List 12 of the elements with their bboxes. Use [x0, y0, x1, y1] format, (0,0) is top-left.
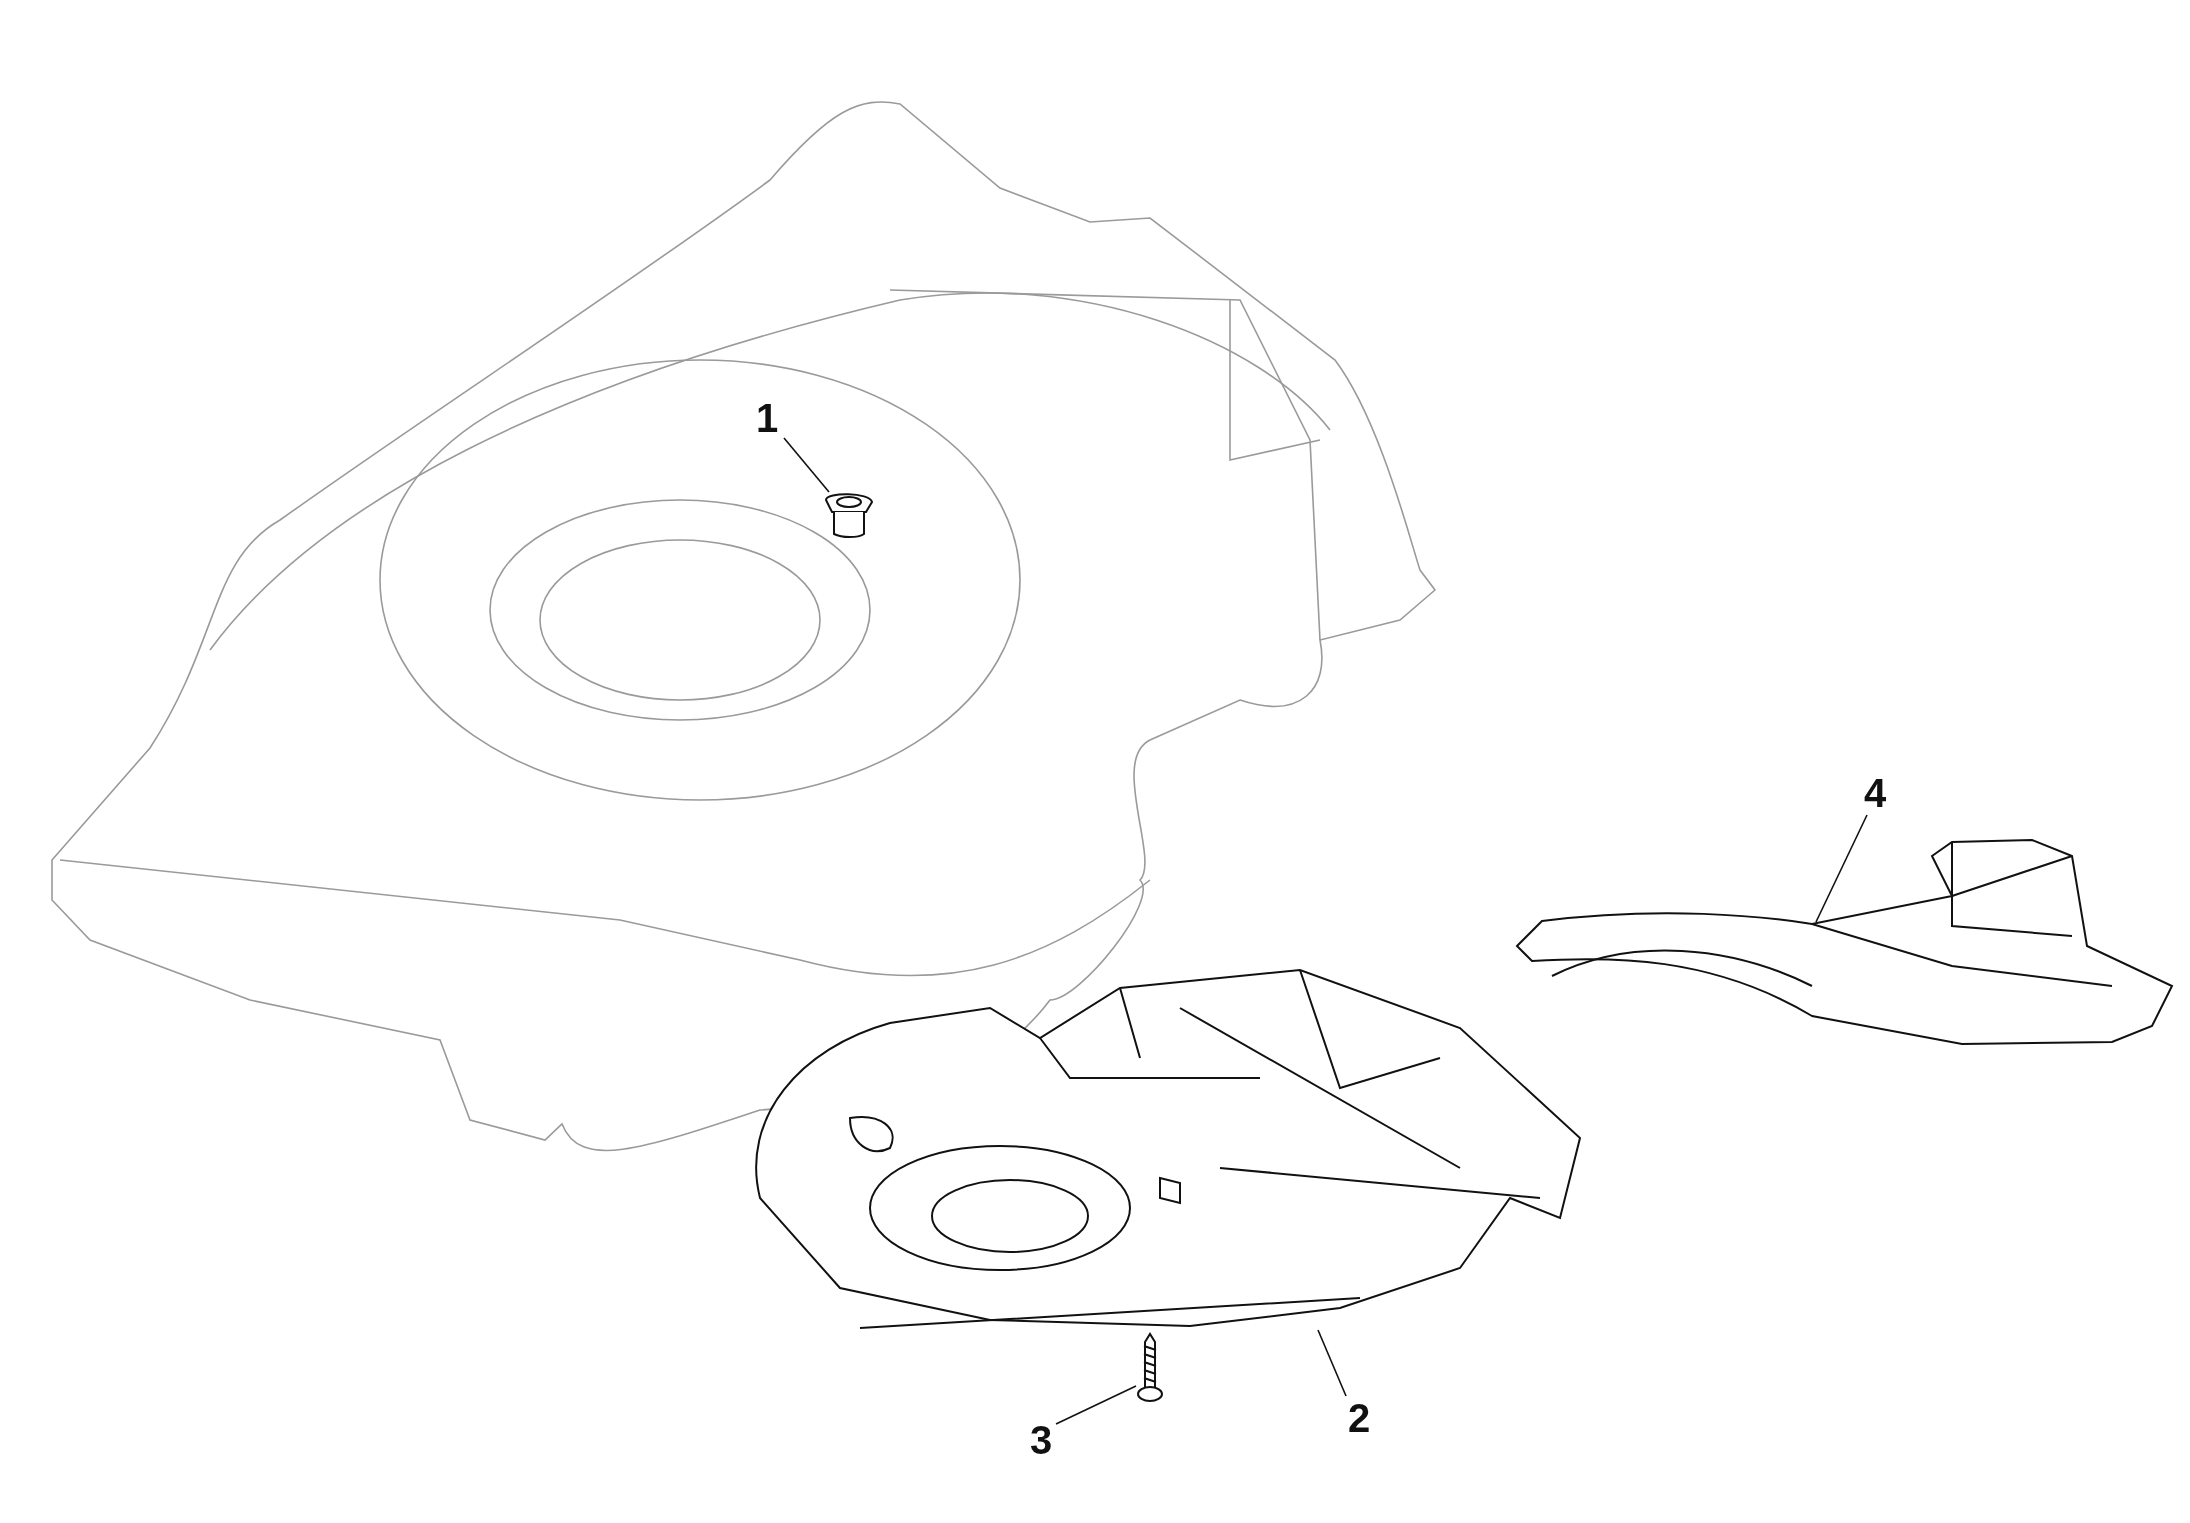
- screw-drawing: [1137, 1332, 1163, 1402]
- callout-number: 2: [1344, 1396, 1374, 1440]
- leader-line: [1055, 1385, 1137, 1425]
- clip-drawing: [825, 493, 873, 538]
- callout-number: 3: [1026, 1418, 1056, 1462]
- leader-line: [1815, 814, 1868, 923]
- callout-number: 4: [1860, 771, 1890, 815]
- rear-guard-drawing: [755, 969, 1581, 1329]
- baffle-drawing: [1516, 839, 2173, 1045]
- leader-line: [1317, 1329, 1347, 1397]
- callout-number: 1: [752, 396, 782, 440]
- leader-line: [783, 437, 830, 493]
